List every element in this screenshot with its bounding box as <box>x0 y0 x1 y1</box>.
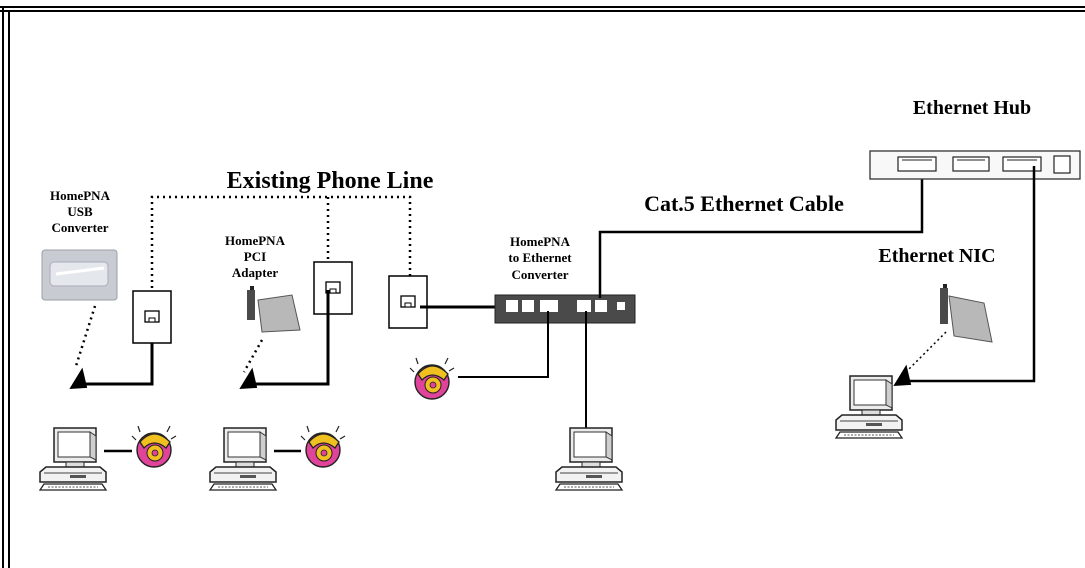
wall-jack-icon <box>313 261 353 315</box>
cat5-cable-wire <box>598 166 924 298</box>
usb-converter-icon <box>41 249 118 301</box>
usb-dotted-link <box>74 305 97 367</box>
wall-jack-icon <box>132 290 172 344</box>
arrow-head <box>893 364 912 386</box>
ethernet-hub-label: Ethernet Hub <box>913 97 1031 119</box>
arrow-head <box>69 367 88 389</box>
pci-card-icon <box>940 284 993 343</box>
pci-dotted-link <box>242 339 264 373</box>
telephone-icon <box>300 425 346 468</box>
nic-dotted-link <box>907 331 947 371</box>
usb-converter-label-2: USB <box>67 204 93 219</box>
usb-converter-label-3: Converter <box>51 220 108 235</box>
computer-icon <box>835 375 903 439</box>
eth-converter-label-1: HomePNA <box>510 234 571 249</box>
usb-converter-label-1: HomePNA <box>50 188 111 203</box>
computer-icon <box>39 427 107 491</box>
eth-converter-label-3: Converter <box>511 267 568 282</box>
telephone-icon <box>409 357 455 400</box>
pci-adapter-label-3: Adapter <box>232 265 278 280</box>
existing-phone-line-label: Existing Phone Line <box>227 168 434 194</box>
hub-icon <box>869 150 1081 180</box>
pci-card-icon <box>247 286 301 333</box>
ethernet-nic-label: Ethernet NIC <box>878 245 995 267</box>
phone-cable <box>458 311 549 378</box>
hub-to-nic-cable <box>906 166 1036 383</box>
jack1-cable <box>82 343 154 386</box>
telephone-icon <box>131 425 177 468</box>
pci-adapter-label-1: HomePNA <box>225 233 286 248</box>
jack2-cable <box>252 290 330 386</box>
existing-phone-line-wire <box>150 195 412 318</box>
computer-icon <box>555 427 623 491</box>
computer-icon <box>209 427 277 491</box>
arrow-head <box>239 367 258 389</box>
pci-adapter-label-2: PCI <box>244 249 266 264</box>
wall-jack-icon <box>388 275 428 329</box>
cat5-cable-label: Cat.5 Ethernet Cable <box>644 191 844 216</box>
converter-box-icon <box>494 294 636 324</box>
eth-converter-label-2: to Ethernet <box>508 250 572 265</box>
page-frame <box>0 6 1085 568</box>
